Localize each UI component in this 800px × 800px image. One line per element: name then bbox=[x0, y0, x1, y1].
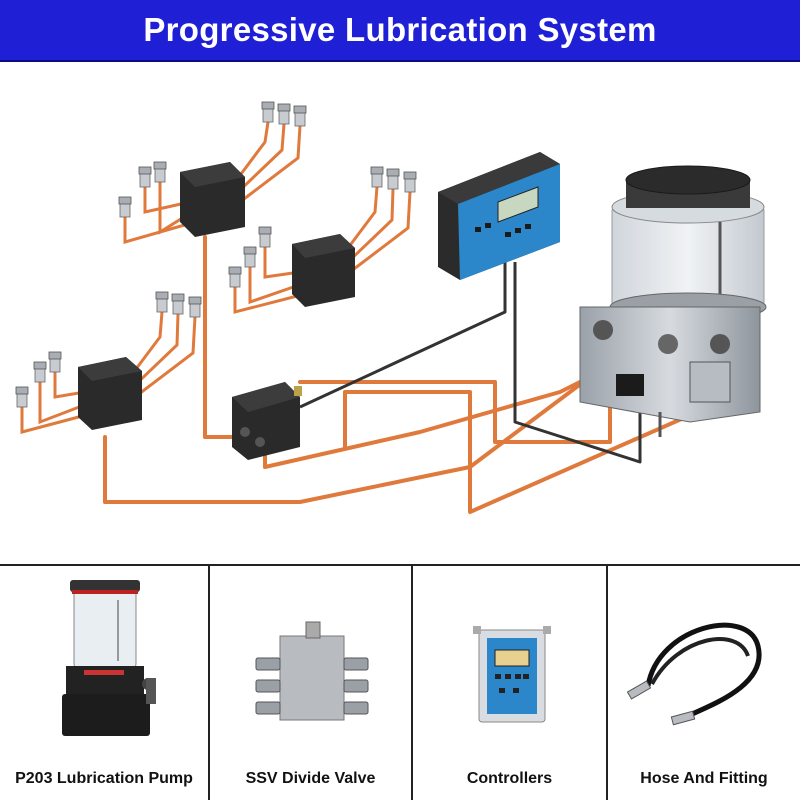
product-strip: P203 Lubrication Pump SSV Divide Valve bbox=[0, 564, 800, 800]
product-hose: Hose And Fitting bbox=[608, 566, 800, 800]
divider-valve-icon bbox=[255, 621, 369, 721]
product-label: Controllers bbox=[466, 770, 553, 787]
divider-block-3 bbox=[15, 291, 202, 434]
product-label: Hose And Fitting bbox=[640, 770, 768, 787]
divider-block-2 bbox=[228, 166, 417, 314]
product-label: P203 Lubrication Pump bbox=[15, 770, 193, 787]
pump-icon bbox=[62, 580, 156, 736]
master-divider-block bbox=[232, 382, 302, 460]
page-title: Progressive Lubrication System bbox=[143, 11, 657, 48]
divider-block-1 bbox=[118, 101, 307, 244]
pump-unit bbox=[579, 165, 767, 437]
system-diagram bbox=[0, 62, 800, 562]
product-controller: Controllers bbox=[413, 566, 608, 800]
title-banner: Progressive Lubrication System bbox=[0, 0, 800, 62]
hose-icon bbox=[626, 622, 762, 726]
product-label: SSV Divide Valve bbox=[245, 770, 376, 787]
product-divider-valve: SSV Divide Valve bbox=[210, 566, 413, 800]
system-diagram-illustration bbox=[15, 101, 767, 514]
product-pump: P203 Lubrication Pump bbox=[0, 566, 210, 800]
controller-box bbox=[438, 152, 560, 280]
controller-icon bbox=[473, 626, 551, 723]
control-cables bbox=[299, 257, 642, 464]
